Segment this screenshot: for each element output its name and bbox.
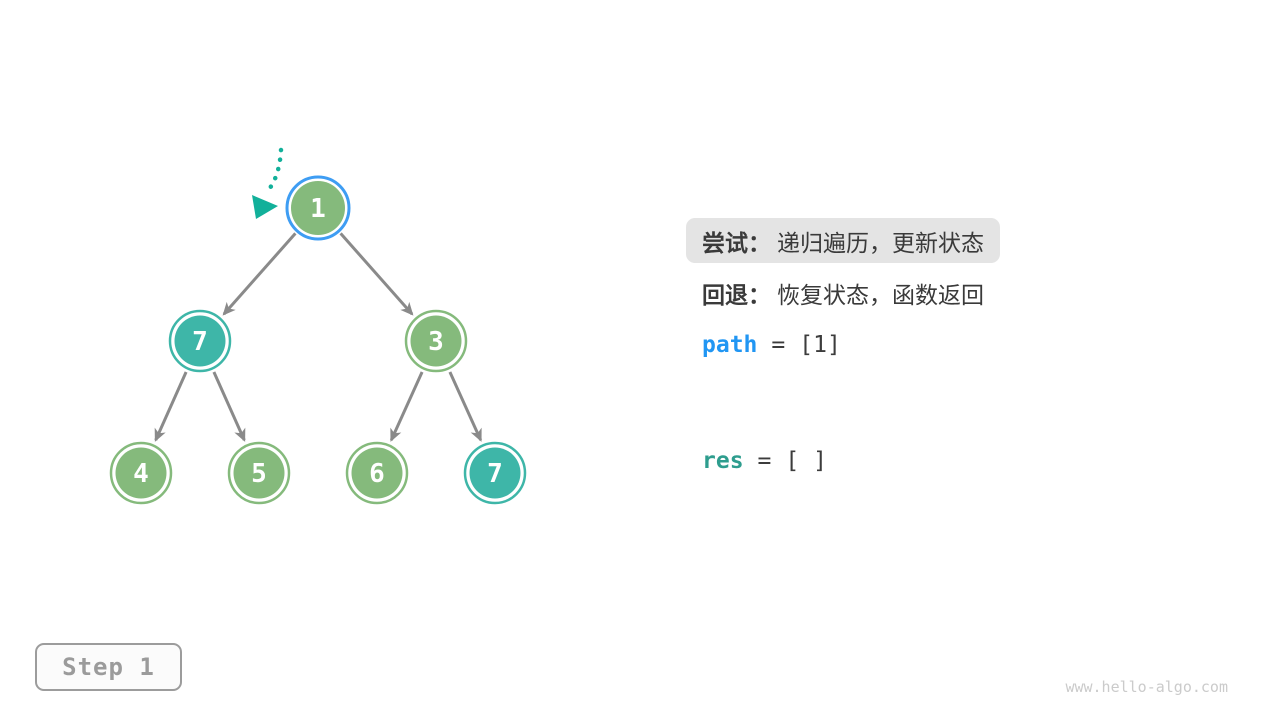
tree-edge <box>222 232 297 316</box>
tree-node-label: 5 <box>251 459 267 489</box>
tree-node-label: 1 <box>310 194 326 224</box>
try-label: 尝试： <box>702 229 771 256</box>
tree-edge <box>212 371 246 442</box>
tree-node-7-left: 7 <box>168 309 232 373</box>
tree-edges <box>154 232 483 442</box>
path-value: [1] <box>799 331 841 358</box>
backtrack-text: 恢复状态，函数返回 <box>777 281 984 308</box>
tree-node-3: 3 <box>404 309 468 373</box>
tree-node-4: 4 <box>109 441 173 505</box>
tree-node-label: 3 <box>428 327 444 357</box>
res-equals: = <box>757 447 772 474</box>
tree-node-7-right: 7 <box>463 441 527 505</box>
try-line: 尝试：递归遍历，更新状态 <box>686 218 1000 263</box>
res-line: res = [ ] <box>702 438 827 483</box>
tree-node-6: 6 <box>345 441 409 505</box>
site-watermark: www.hello-algo.com <box>1065 678 1228 696</box>
tree-edge <box>339 232 414 316</box>
tree-node-label: 7 <box>487 459 503 489</box>
backtrack-line: 回退：恢复状态，函数返回 <box>686 270 1000 315</box>
current-node-pointer-icon <box>252 147 284 219</box>
try-text: 递归遍历，更新状态 <box>777 229 984 256</box>
tree-edge <box>389 371 424 442</box>
path-variable: path <box>702 331 758 358</box>
res-variable: res <box>702 447 744 474</box>
tree-node-label: 7 <box>192 327 208 357</box>
tree-node-5: 5 <box>227 441 291 505</box>
tree-edge <box>448 371 483 442</box>
res-value: [ ] <box>785 447 827 474</box>
path-line: path = [1] <box>702 322 841 367</box>
step-badge-label: Step 1 <box>62 653 155 681</box>
binary-tree-figure: 1 7 3 4 5 6 7 <box>109 147 527 505</box>
tree-edge <box>154 371 188 442</box>
tree-node-1: 1 <box>285 175 351 241</box>
path-equals: = <box>771 331 786 358</box>
step-badge: Step 1 <box>35 643 182 691</box>
tree-node-label: 4 <box>133 459 149 489</box>
backtrack-label: 回退： <box>702 281 771 308</box>
tree-node-label: 6 <box>369 459 385 489</box>
